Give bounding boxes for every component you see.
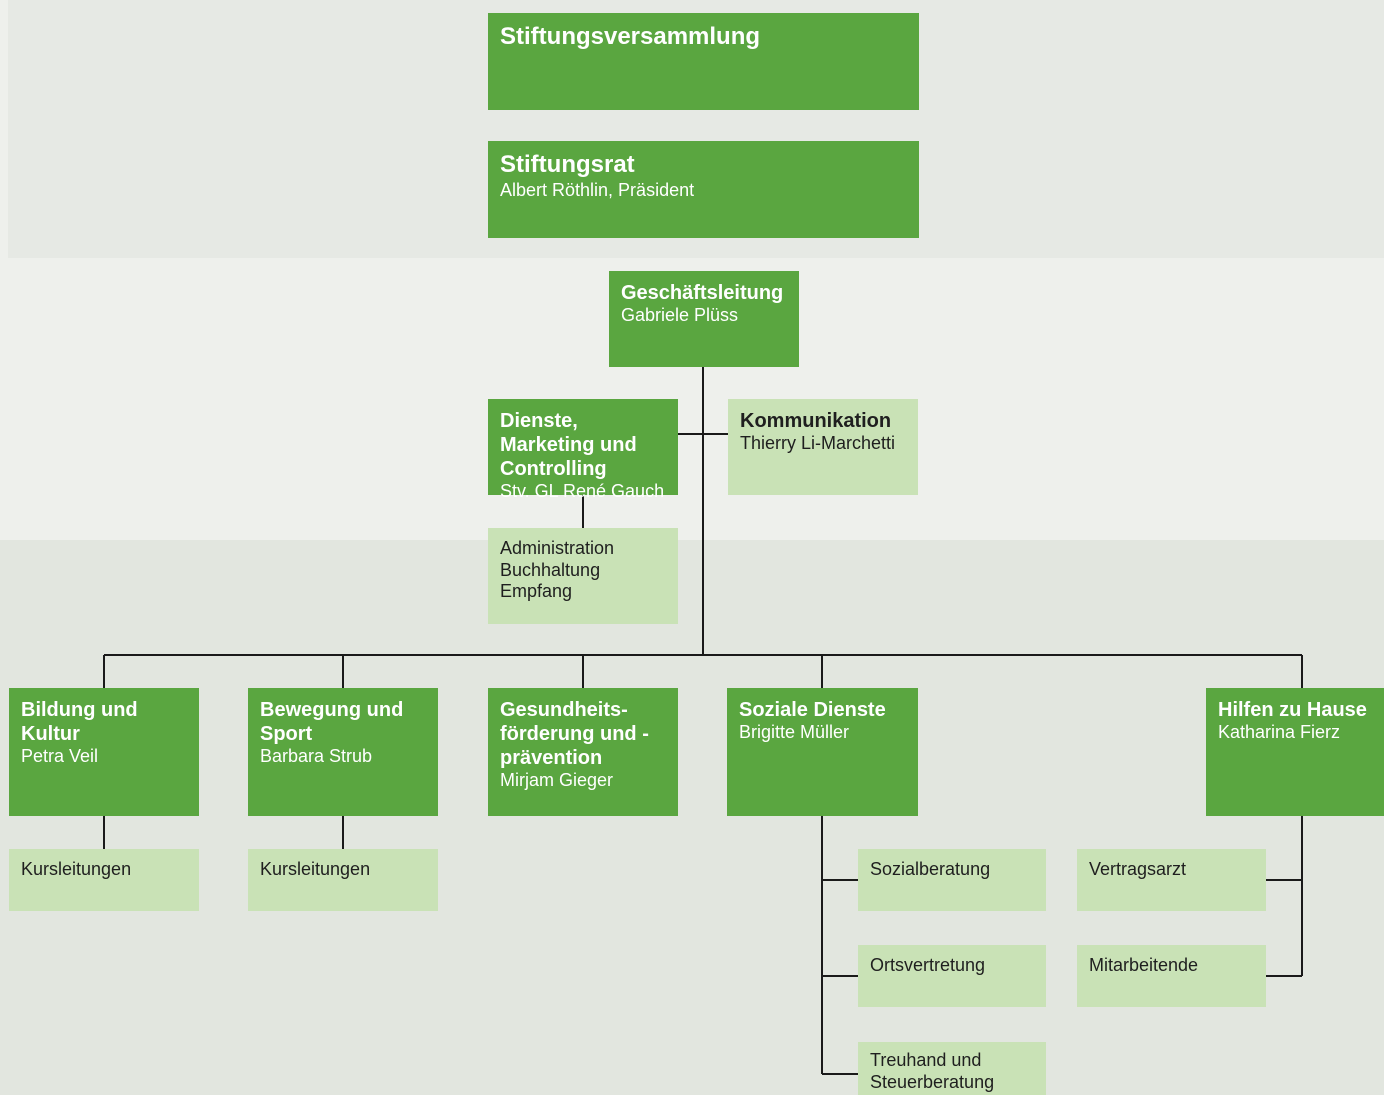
contract-doctor-label: Vertragsarzt	[1089, 859, 1187, 879]
assembly-box: Stiftungsversammlung	[488, 13, 919, 110]
employees-box: Mitarbeitende	[1077, 945, 1266, 1007]
contract-doctor-box: Vertragsarzt	[1077, 849, 1266, 911]
employees-label: Mitarbeitende	[1089, 955, 1199, 975]
education-title: Bildung und Kultur	[21, 699, 138, 745]
admin-line: Empfang	[500, 581, 573, 602]
social-box: Soziale Dienste Brigitte Müller	[727, 688, 918, 816]
course-lead-label: Kursleitungen	[21, 859, 132, 879]
communication-person: Thierry Li-Marchetti	[740, 433, 896, 453]
council-title: Stiftungsrat	[500, 151, 635, 178]
local-rep-label: Ortsvertretung	[870, 955, 986, 975]
communication-title: Kommunikation	[740, 410, 892, 432]
health-title: Gesundheits-förderung und -prävention	[500, 699, 649, 769]
health-person: Mirjam Gieger	[500, 770, 614, 790]
education-box: Bildung und Kultur Petra Veil	[9, 688, 199, 816]
social-counseling-label: Sozialberatung	[870, 859, 991, 879]
council-person: Albert Röthlin, Präsident	[500, 179, 695, 200]
communication-box: Kommunikation Thierry Li-Marchetti	[728, 399, 918, 495]
movement-box: Bewegung und Sport Barbara Strub	[248, 688, 438, 816]
management-title: Geschäftsleitung	[621, 282, 784, 304]
course-lead-label: Kursleitungen	[260, 859, 371, 879]
services-person: Stv. GL René Gauch	[500, 481, 665, 501]
course-lead-box-1: Kursleitungen	[9, 849, 199, 911]
movement-title: Bewegung und Sport	[260, 699, 404, 745]
services-box: Dienste, Marketing und Controlling Stv. …	[488, 399, 678, 501]
trustee-tax-label: Treuhand und Steuerberatung	[870, 1050, 995, 1092]
home-help-title: Hilfen zu Hause	[1218, 699, 1367, 721]
local-rep-box: Ortsvertretung	[858, 945, 1046, 1007]
management-person: Gabriele Plüss	[621, 305, 739, 325]
health-box: Gesundheits-förderung und -prävention Mi…	[488, 688, 678, 816]
movement-person: Barbara Strub	[260, 746, 373, 766]
admin-line: Administration	[500, 538, 615, 558]
trustee-tax-box: Treuhand und Steuerberatung	[858, 1042, 1046, 1095]
course-lead-box-2: Kursleitungen	[248, 849, 438, 911]
services-title: Dienste, Marketing und Controlling	[500, 410, 637, 480]
social-counseling-box: Sozialberatung	[858, 849, 1046, 911]
home-help-person: Katharina Fierz	[1218, 722, 1341, 742]
council-box: Stiftungsrat Albert Röthlin, Präsident	[488, 141, 919, 238]
admin-box: Administration Buchhaltung Empfang	[488, 528, 678, 624]
social-title: Soziale Dienste	[739, 699, 886, 721]
education-person: Petra Veil	[21, 746, 99, 766]
home-help-box: Hilfen zu Hause Katharina Fierz	[1206, 688, 1384, 816]
management-box: Geschäftsleitung Gabriele Plüss	[609, 271, 799, 367]
social-person: Brigitte Müller	[739, 722, 850, 742]
assembly-title: Stiftungsversammlung	[500, 23, 761, 50]
admin-line: Buchhaltung	[500, 559, 601, 580]
